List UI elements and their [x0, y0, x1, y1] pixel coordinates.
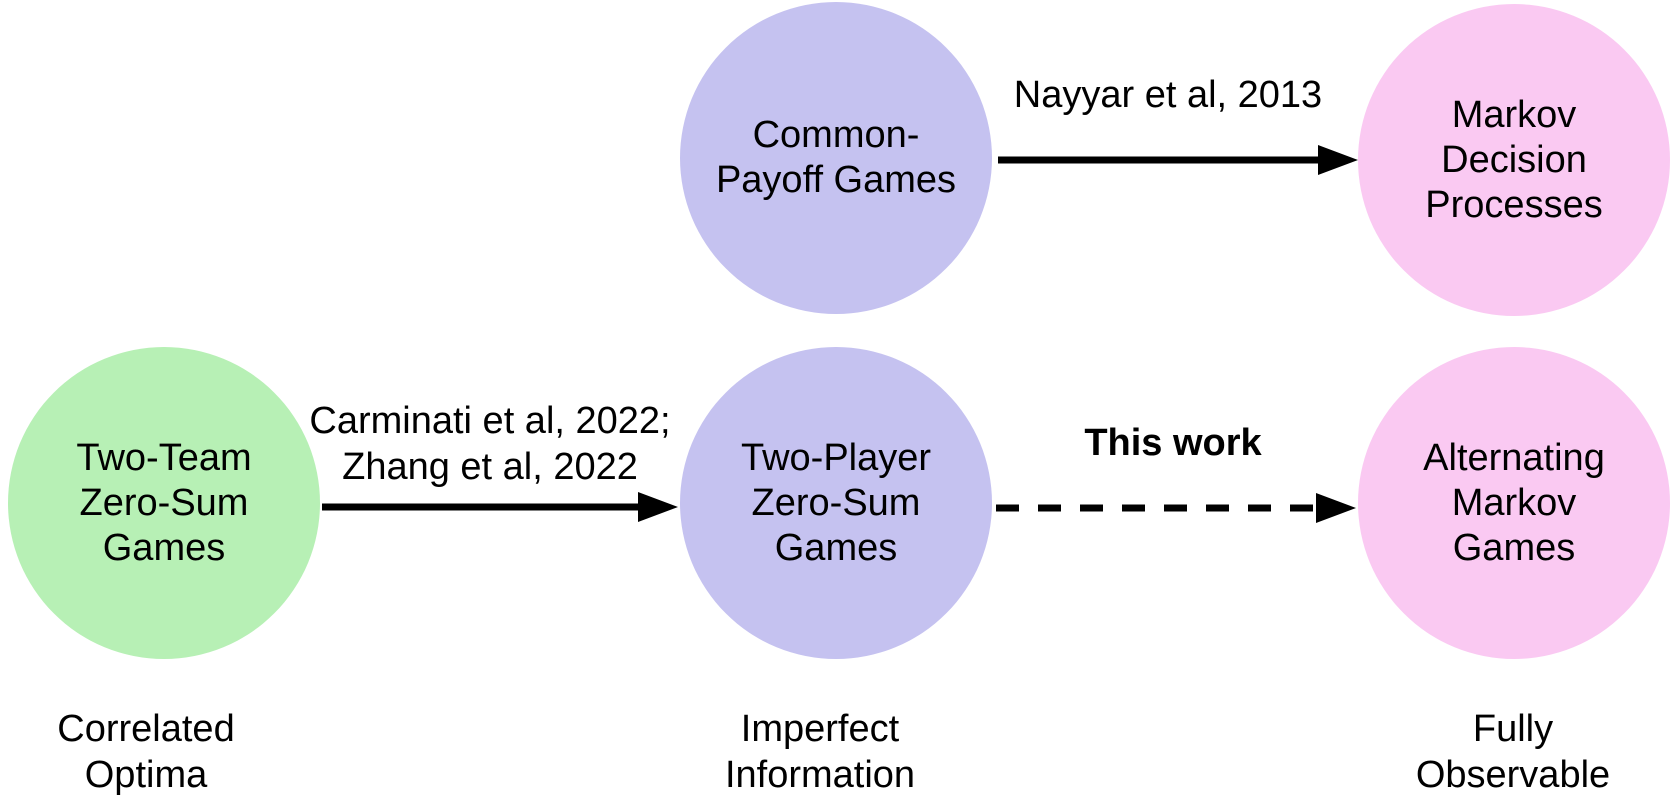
- node-label-line: Two-Team: [76, 436, 252, 479]
- caption-correlated-optima: Correlated Optima: [0, 706, 292, 798]
- arrow-common-payoff-to-mdp: [998, 145, 1358, 175]
- node-label-line: Games: [1452, 526, 1576, 569]
- node-label-line: Zero-Sum: [751, 481, 921, 524]
- node-label-line: Games: [102, 526, 226, 569]
- caption-imperfect-information: Imperfect Information: [670, 706, 970, 798]
- edge-label-carminati-zhang: Carminati et al, 2022; Zhang et al, 2022: [270, 398, 710, 490]
- edge-label-this-work: This work: [1084, 422, 1262, 464]
- caption-line: Fully: [1472, 708, 1554, 750]
- caption-line: Optima: [84, 754, 208, 796]
- edge-label-nayyar: Nayyar et al, 2013: [1013, 74, 1323, 116]
- caption-line: Imperfect: [740, 708, 900, 750]
- node-label-line: Alternating: [1423, 436, 1605, 479]
- node-alternating-markov-games: Alternating Markov Games: [1358, 347, 1670, 659]
- node-two-player-zero-sum-games: Two-Player Zero-Sum Games: [680, 347, 992, 659]
- node-label-line: Markov: [1451, 481, 1577, 524]
- caption-line: Information: [724, 754, 916, 796]
- edge-label-line: Carminati et al, 2022;: [309, 400, 671, 442]
- node-label-line: Markov: [1451, 93, 1577, 136]
- node-label-line: Payoff Games: [715, 159, 957, 201]
- node-label-line: Games: [774, 526, 898, 569]
- caption-line: Observable: [1415, 754, 1611, 796]
- node-label-line: Common-: [752, 114, 920, 156]
- node-common-payoff-games: Common- Payoff Games: [680, 2, 992, 314]
- node-two-team-zero-sum-games: Two-Team Zero-Sum Games: [8, 347, 320, 659]
- arrow-this-work-dashed: [996, 493, 1356, 523]
- node-label-line: Zero-Sum: [79, 481, 249, 524]
- caption-fully-observable: Fully Observable: [1363, 706, 1663, 798]
- arrow-two-team-to-two-player: [322, 492, 678, 522]
- node-label-line: Processes: [1425, 183, 1603, 226]
- node-label-line: Two-Player: [740, 436, 932, 479]
- edge-label-line: Zhang et al, 2022: [342, 446, 638, 488]
- node-label-line: Decision: [1441, 138, 1587, 181]
- caption-line: Correlated: [57, 708, 235, 750]
- node-markov-decision-processes: Markov Decision Processes: [1358, 4, 1670, 316]
